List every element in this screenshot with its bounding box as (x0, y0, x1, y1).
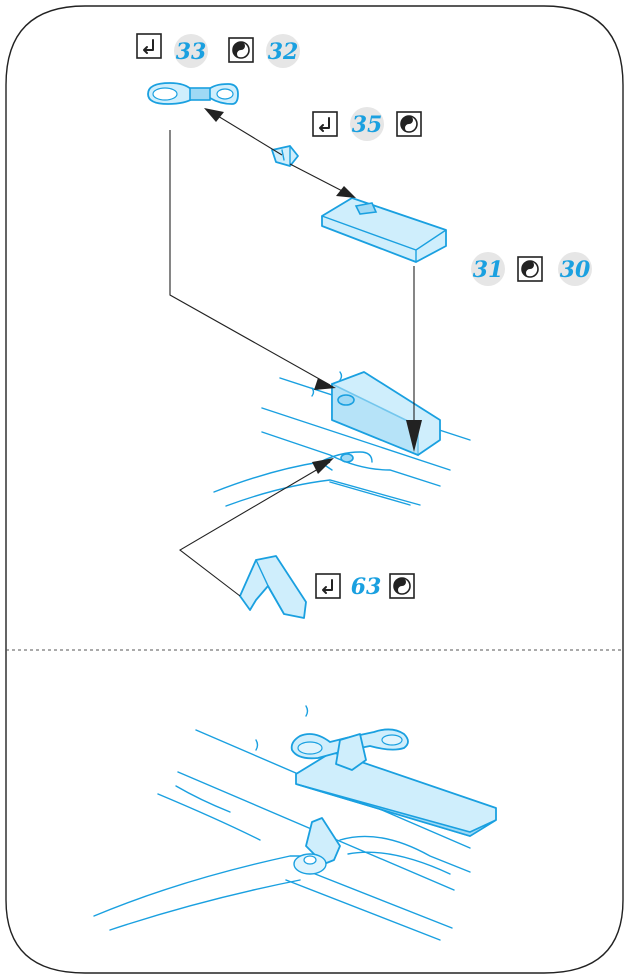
step-number-35: 35 (352, 112, 383, 138)
step-number-30: 30 (560, 257, 591, 283)
step-group-lower: 63 (315, 573, 415, 600)
glue-icon (315, 573, 341, 599)
middle-assembly (213, 371, 471, 507)
step-circle (558, 252, 592, 286)
assembled-view (93, 705, 497, 941)
step-circle (471, 252, 505, 286)
part-plate (321, 197, 447, 263)
step-circle (174, 34, 208, 68)
glue-icon (136, 33, 162, 59)
step-number-32: 32 (268, 39, 299, 65)
leader-lines (169, 108, 422, 597)
paint-icon (389, 573, 415, 599)
step-group-middle: 35 (312, 107, 422, 141)
step-number-31: 31 (473, 257, 504, 283)
part-63 (239, 555, 307, 619)
part-dumbbell (147, 82, 239, 105)
paint-icon (228, 37, 254, 63)
step-circle (350, 107, 384, 141)
step-group-top-left: 33 32 (136, 33, 300, 68)
paint-icon (517, 256, 543, 282)
paint-icon (396, 111, 422, 137)
sheet-frame (5, 5, 624, 974)
step-number-33: 33 (176, 39, 207, 65)
step-circle (266, 34, 300, 68)
part-bracket (271, 145, 299, 167)
step-group-right: 31 30 (471, 252, 592, 286)
step-number-63: 63 (351, 574, 382, 600)
glue-icon (312, 111, 338, 137)
